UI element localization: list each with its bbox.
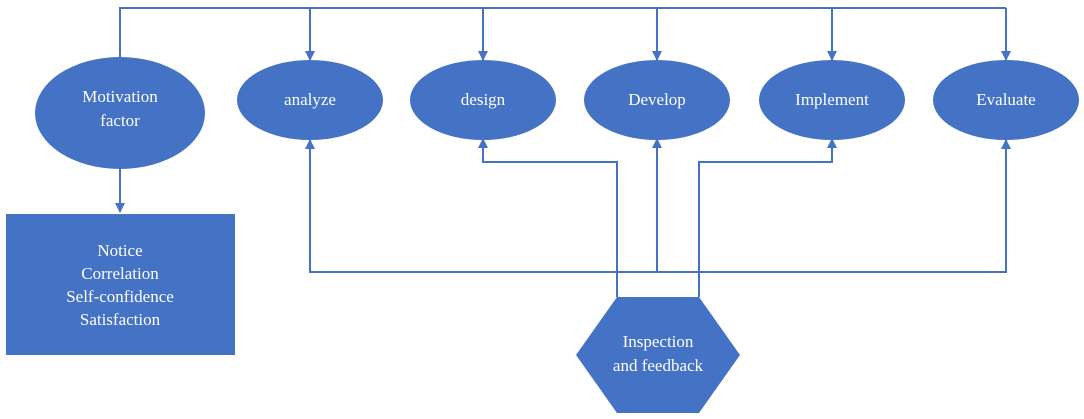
connectors — [115, 7, 1011, 297]
phase-evaluate-label: Evaluate — [976, 90, 1035, 109]
top-bus-line — [119, 7, 1006, 60]
phase-develop-label: Develop — [628, 90, 686, 109]
inspection-line-1: Inspection — [623, 332, 694, 351]
motivation-line-1: Motivation — [82, 87, 158, 106]
feedback-line-implement — [698, 148, 833, 297]
motivation-line-2: factor — [100, 111, 140, 130]
phase-design: design — [410, 60, 556, 140]
inspection-feedback-node: Inspection and feedback — [576, 297, 740, 413]
phase-implement-label: Implement — [795, 90, 869, 109]
inspection-line-2: and feedback — [613, 356, 704, 375]
motivation-factor-node: Motivation factor — [35, 57, 205, 169]
factor-notice: Notice — [97, 241, 142, 260]
phase-evaluate: Evaluate — [933, 60, 1079, 140]
phase-design-label: design — [461, 90, 506, 109]
phase-develop: Develop — [584, 60, 730, 140]
factors-box: Notice Correlation Self-confidence Satis… — [6, 214, 235, 355]
factor-satisfaction: Satisfaction — [80, 310, 161, 329]
phase-analyze: analyze — [237, 60, 383, 140]
factor-correlation: Correlation — [81, 264, 159, 283]
factor-self-confidence: Self-confidence — [66, 287, 174, 306]
feedback-line-design — [482, 148, 618, 297]
phase-analyze-label: analyze — [284, 90, 336, 109]
phase-implement: Implement — [759, 60, 905, 140]
